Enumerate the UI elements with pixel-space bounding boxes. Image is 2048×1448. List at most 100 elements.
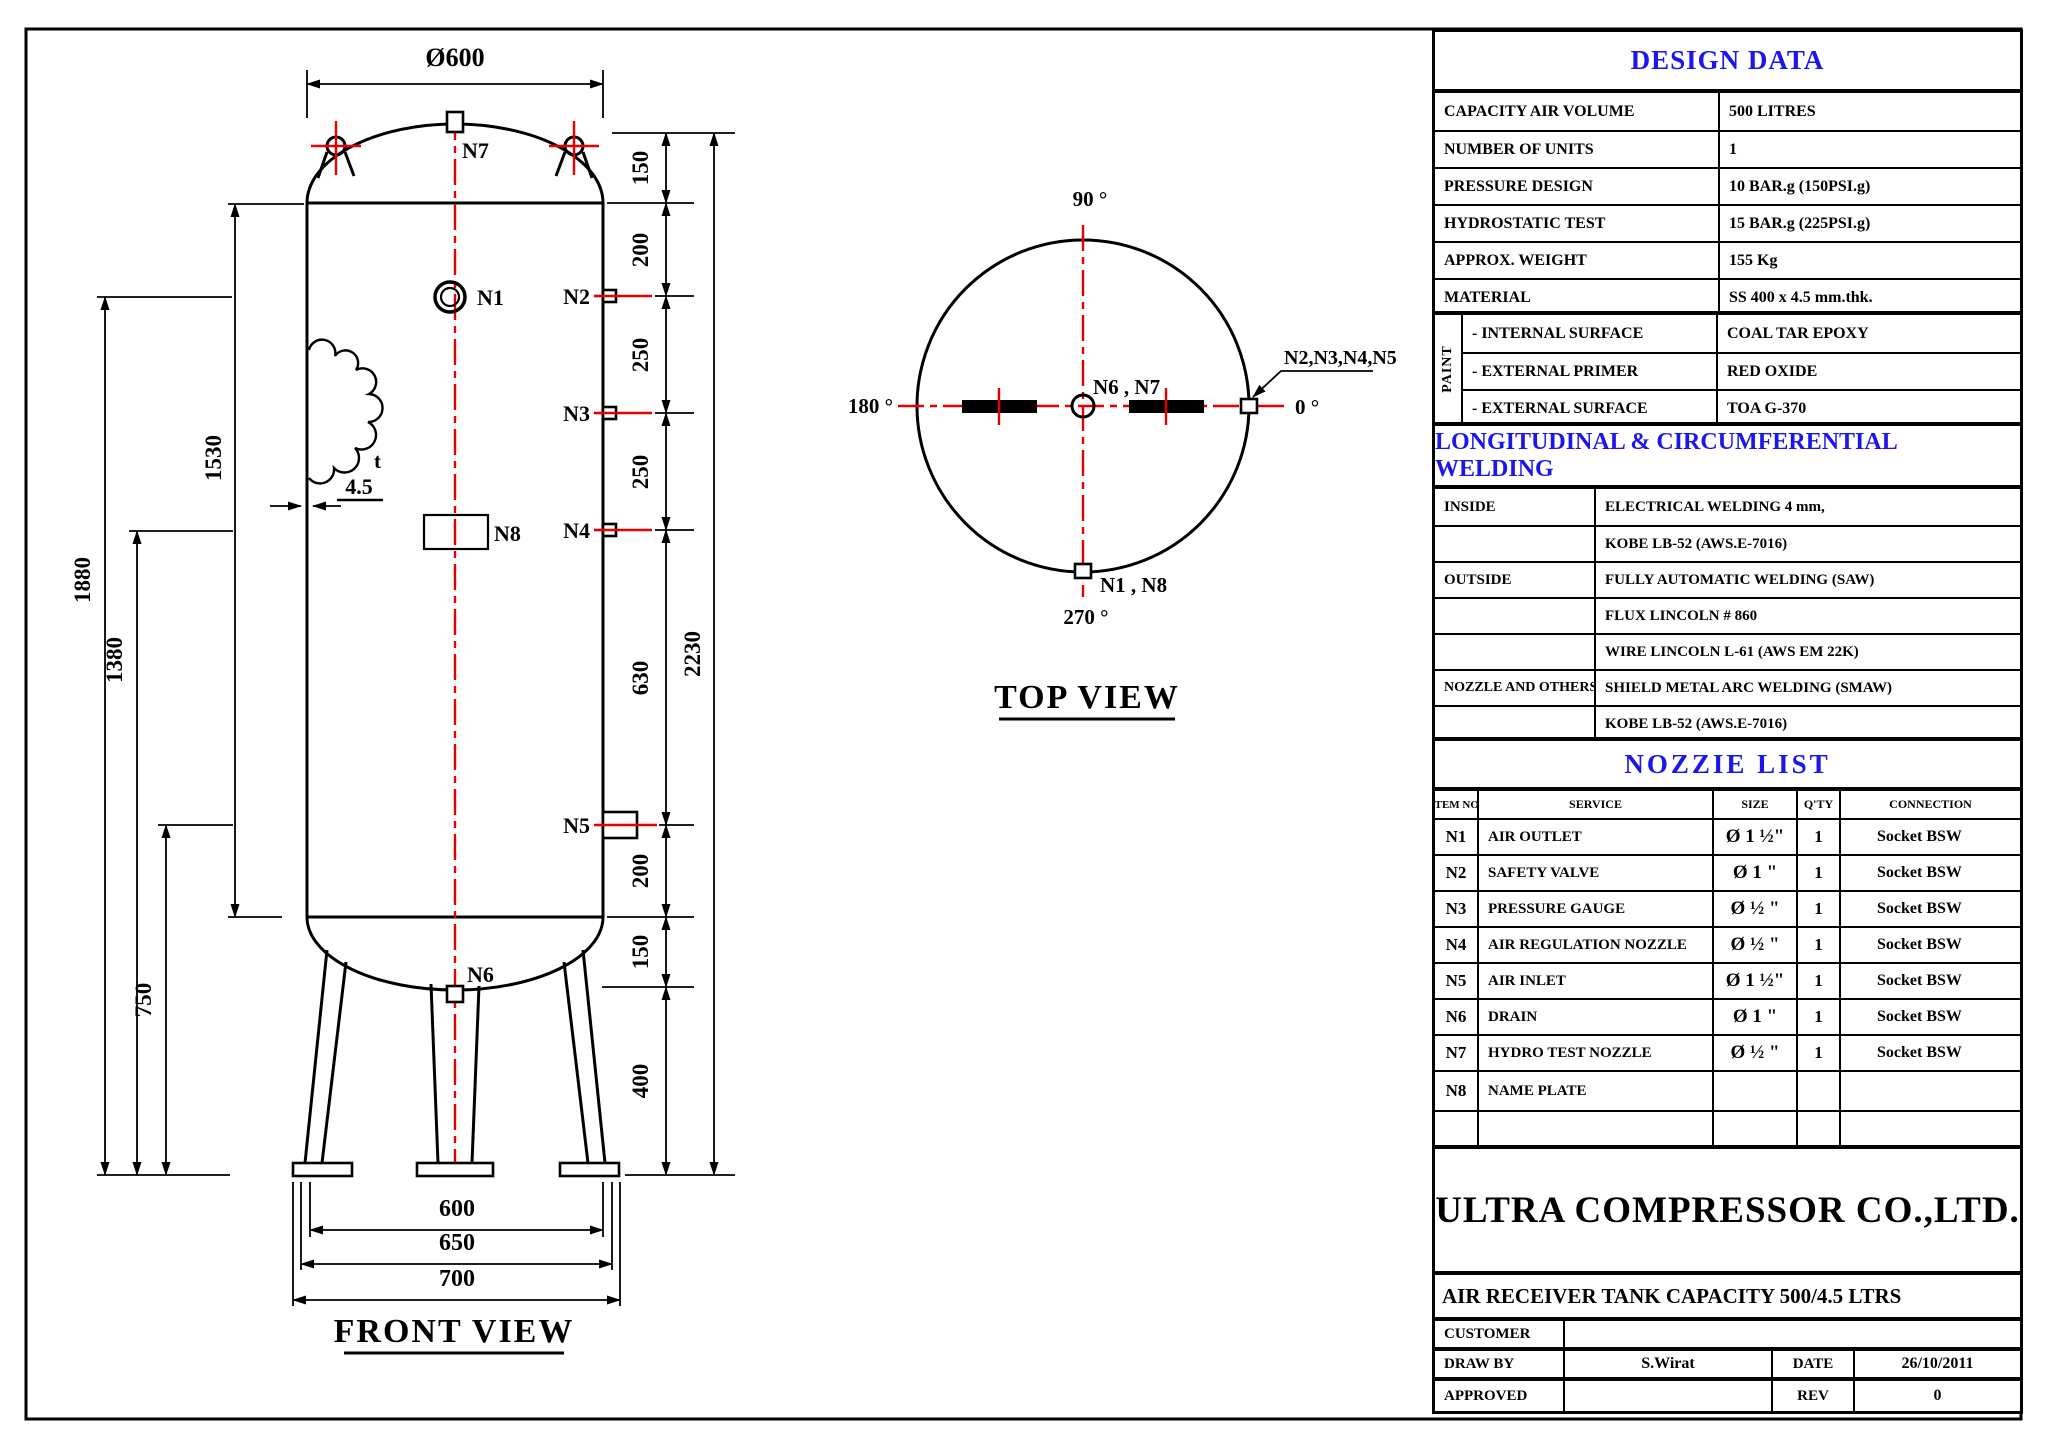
welding-row-value: ELECTRICAL WELDING 4 mm, — [1594, 489, 2020, 525]
welding-row-label — [1435, 527, 1594, 561]
nozzle-service — [1477, 1112, 1712, 1146]
table-row: OUTSIDE FULLY AUTOMATIC WELDING (SAW) — [1435, 561, 2020, 597]
table-row: PRESSURE DESIGN 10 BAR.g (150PSI.g) — [1435, 167, 2020, 204]
nozzle-size — [1712, 1072, 1796, 1110]
nozzle-size: Ø 1 ½" — [1712, 820, 1796, 854]
chain-150-bot: 150 — [628, 935, 653, 970]
dim-label-1380: 1380 — [102, 637, 127, 683]
dim-base-widths: 600 650 700 — [292, 1182, 621, 1306]
rev-label: REV — [1771, 1381, 1853, 1411]
nozzle-n8: N8 — [422, 513, 521, 551]
nozzle-item — [1435, 1112, 1477, 1146]
top-bottom-label: N1 , N8 — [1100, 573, 1167, 597]
dim-right-chain: 150 200 250 250 630 200 150 400 2230 — [602, 132, 735, 1176]
paint-row-value: RED OXIDE — [1716, 354, 2020, 389]
draw-by-row: DRAW BY S.Wirat DATE 26/10/2011 — [1432, 1348, 2023, 1380]
date-label: DATE — [1771, 1351, 1853, 1377]
dim-label-600: 600 — [439, 1196, 475, 1222]
front-view-title: FRONT VIEW — [334, 1313, 575, 1350]
chain-200-top: 200 — [628, 233, 653, 268]
company-name: ULTRA COMPRESSOR CO.,LTD. — [1435, 1189, 2020, 1231]
nozzle-n6: N6 — [445, 962, 494, 1004]
nozzle-size — [1712, 1112, 1796, 1146]
nozzle-size: Ø ½ " — [1712, 892, 1796, 926]
lifting-lug-right — [549, 121, 599, 179]
top-view-title: TOP VIEW — [994, 679, 1180, 716]
design-row-value: 10 BAR.g (150PSI.g) — [1718, 169, 2020, 204]
paint-row-label: - EXTERNAL PRIMER — [1472, 362, 1639, 380]
nozzle-qty: 1 — [1796, 856, 1839, 890]
table-row: NUMBER OF UNITS 1 — [1435, 130, 2020, 167]
table-row: APPROX. WEIGHT 155 Kg — [1435, 241, 2020, 278]
design-row-value: SS 400 x 4.5 mm.thk. — [1718, 280, 2020, 315]
dim-label-650: 650 — [439, 1230, 475, 1256]
company-box: ULTRA COMPRESSOR CO.,LTD. — [1432, 1146, 2023, 1274]
table-row: - INTERNAL SURFACE COAL TAR EPOXY — [1463, 315, 2020, 352]
table-row: N6 DRAIN Ø 1 " 1 Socket BSW — [1435, 998, 2020, 1034]
design-row-value: 155 Kg — [1718, 243, 2020, 278]
top-leader-line — [1252, 370, 1373, 398]
col-header-service: SERVICE — [1477, 791, 1712, 818]
nozzle-item: N1 — [1445, 827, 1467, 846]
date-value: 26/10/2011 — [1853, 1351, 2020, 1377]
nozzle-n5-label: N5 — [563, 813, 590, 838]
nozzle-n4: N4 — [563, 518, 652, 543]
table-row: - EXTERNAL SURFACE TOA G-370 — [1463, 389, 2020, 426]
dim-label-1530: 1530 — [201, 435, 226, 481]
top-view: 90 ° 180 ° 0 ° 270 ° N6 , N7 N2,N3,N4,N5… — [848, 187, 1397, 721]
customer-value — [1563, 1321, 2020, 1347]
design-row-label: APPROX. WEIGHT — [1444, 251, 1587, 269]
table-row: N5 AIR INLET Ø 1 ½" 1 Socket BSW — [1435, 962, 2020, 998]
design-row-value: 1 — [1718, 132, 2020, 167]
design-data-title: DESIGN DATA — [1432, 29, 2023, 92]
dim-diameter-600: Ø600 — [306, 43, 604, 118]
nozzle-n8-label: N8 — [494, 521, 521, 546]
nozzle-connection: Socket BSW — [1839, 892, 2020, 926]
table-row: INSIDE ELECTRICAL WELDING 4 mm, — [1435, 489, 2020, 525]
nozzle-connection — [1839, 1072, 2020, 1110]
table-row: KOBE LB-52 (AWS.E-7016) — [1435, 525, 2020, 561]
welding-row-value: WIRE LINCOLN L-61 (AWS EM 22K) — [1594, 635, 2020, 669]
table-row: - EXTERNAL PRIMER RED OXIDE — [1463, 352, 2020, 389]
nozzle-connection: Socket BSW — [1839, 856, 2020, 890]
nozzle-qty: 1 — [1796, 892, 1839, 926]
paint-row-value: TOA G-370 — [1716, 391, 2020, 426]
paint-table: PAINT - INTERNAL SURFACE COAL TAR EPOXY … — [1432, 312, 2023, 426]
nozzle-n6-label: N6 — [467, 962, 494, 987]
col-header-connection: CONNECTION — [1839, 791, 2020, 818]
nozzle-qty: 1 — [1796, 1036, 1839, 1070]
table-row: KOBE LB-52 (AWS.E-7016) — [1435, 705, 2020, 741]
approved-value — [1563, 1381, 1771, 1411]
top-right-nozzle — [1239, 397, 1259, 415]
design-row-label: NUMBER OF UNITS — [1444, 140, 1594, 158]
rev-value: 0 — [1853, 1381, 2020, 1411]
paint-row-label: - EXTERNAL SURFACE — [1472, 399, 1648, 417]
col-header-item: ITEM NO. — [1435, 798, 1477, 811]
chain-630: 630 — [628, 661, 653, 696]
table-row: NOZZLE AND OTHERS SHIELD METAL ARC WELDI… — [1435, 669, 2020, 705]
nozzle-size: Ø 1 " — [1712, 1000, 1796, 1034]
nozzle-size: Ø ½ " — [1712, 1036, 1796, 1070]
table-row: WIRE LINCOLN L-61 (AWS EM 22K) — [1435, 633, 2020, 669]
design-row-value: 500 LITRES — [1718, 93, 2020, 130]
col-header-size: SIZE — [1712, 791, 1796, 818]
welding-title: LONGITUDINAL & CIRCUMFERENTIAL WELDING — [1432, 423, 2023, 488]
table-row: N2 SAFETY VALVE Ø 1 " 1 Socket BSW — [1435, 854, 2020, 890]
nozzle-item: N6 — [1445, 1007, 1467, 1026]
nozzle-service: AIR INLET — [1477, 964, 1712, 998]
angle-90-label: 90 ° — [1073, 187, 1108, 211]
table-row — [1435, 1110, 2020, 1146]
nozzle-qty: 1 — [1796, 820, 1839, 854]
table-row: CAPACITY AIR VOLUME 500 LITRES — [1435, 93, 2020, 130]
customer-label: CUSTOMER — [1444, 1325, 1531, 1342]
nozzle-service: DRAIN — [1477, 1000, 1712, 1034]
nozzle-connection: Socket BSW — [1839, 964, 2020, 998]
nozzle-n2-label: N2 — [563, 284, 590, 309]
chain-400: 400 — [628, 1064, 653, 1099]
nozzle-n3: N3 — [563, 401, 652, 426]
design-row-label: MATERIAL — [1444, 288, 1531, 306]
dim-left-heights: 1880 1530 1380 750 — [70, 203, 304, 1176]
col-header-qty: Q'TY — [1796, 791, 1839, 818]
